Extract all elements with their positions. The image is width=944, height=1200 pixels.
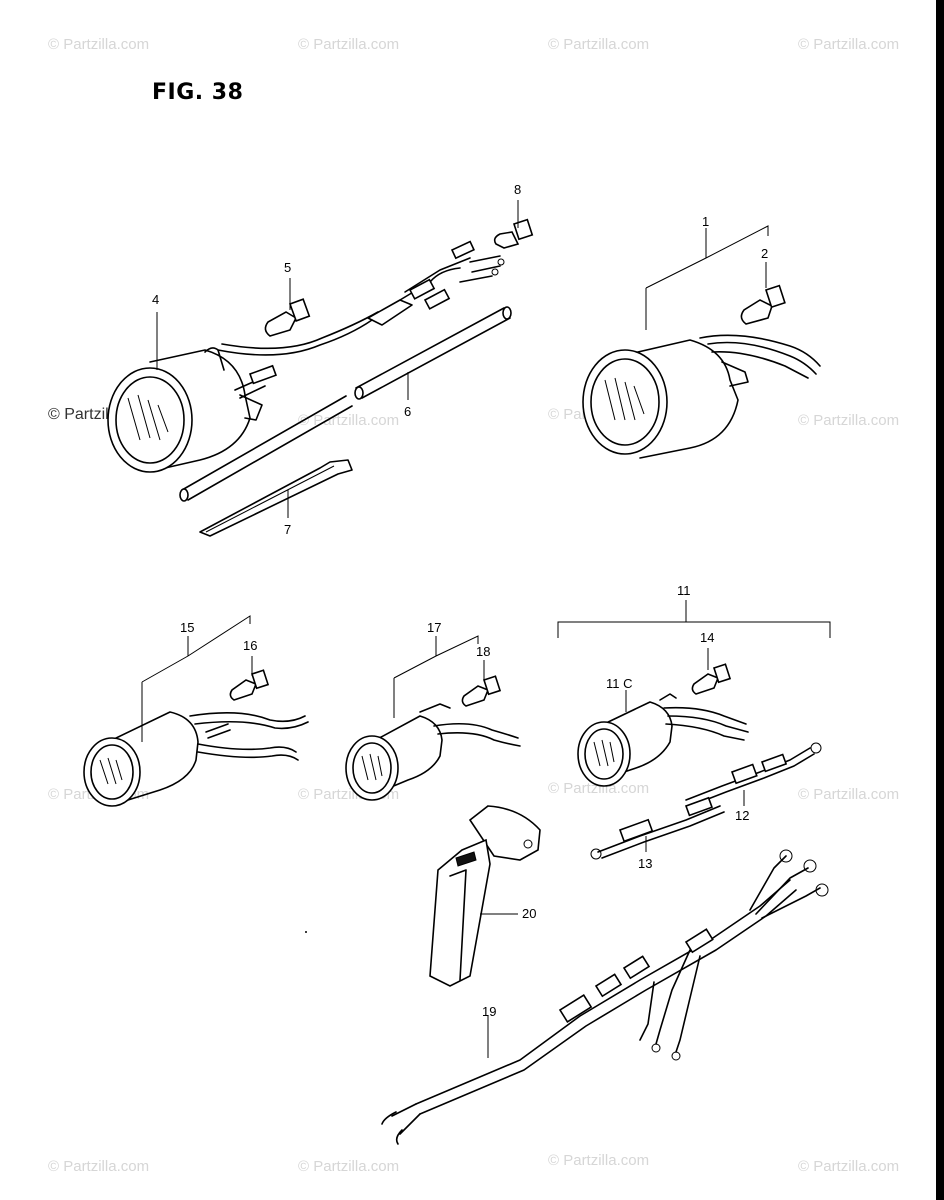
watermark: © Partzilla.com — [298, 1158, 400, 1175]
callout-12: 12 — [735, 808, 750, 823]
page-edge — [936, 0, 944, 1200]
watermark: © Partzilla.com — [548, 1152, 650, 1169]
watermark: © Partzilla.com — [548, 36, 650, 53]
callout-20: 20 — [522, 906, 537, 921]
watermark: © Partzilla.com — [798, 36, 900, 53]
callout-6: 6 — [404, 404, 412, 419]
callout-13: 13 — [638, 856, 653, 871]
callout-18: 18 — [476, 644, 491, 659]
watermark: © Partzilla.com — [48, 1158, 150, 1175]
watermark: © Partzilla.com — [298, 36, 400, 53]
switch-20 — [429, 805, 541, 987]
callout-2: 2 — [761, 246, 769, 261]
watermark: © Partzilla.com — [798, 786, 900, 803]
gauge-15 — [83, 711, 309, 807]
wire-12 — [685, 742, 822, 807]
callout-11c: 11 C — [606, 676, 633, 691]
bulb-5 — [264, 298, 311, 337]
gauge-1 — [582, 334, 821, 459]
callout-16: 16 — [243, 638, 258, 653]
bulb-18 — [461, 675, 502, 707]
callout-5: 5 — [284, 260, 292, 275]
watermark: © Partzilla.com — [798, 1158, 900, 1175]
cable-tie-7 — [199, 459, 353, 537]
gauge-17 — [345, 703, 521, 801]
callout-19: 19 — [482, 1004, 497, 1019]
watermark: © Partzilla.com — [298, 412, 400, 429]
wire-13 — [590, 796, 725, 860]
bulb-14 — [691, 663, 732, 695]
callout-8: 8 — [514, 182, 522, 197]
bulb-16 — [229, 669, 270, 701]
callout-17: 17 — [427, 620, 442, 635]
gauge-4 — [107, 347, 277, 473]
callout-11: 11 — [677, 583, 691, 598]
figure-title: FIG. 38 — [152, 80, 244, 105]
bulb-2 — [740, 284, 786, 325]
bulb-8 — [493, 218, 534, 249]
watermark: © Partzilla.com — [548, 780, 650, 797]
callout-1: 1 — [702, 214, 710, 229]
gauge-11c — [577, 693, 749, 787]
callout-14: 14 — [700, 630, 715, 645]
callout-7: 7 — [284, 522, 292, 537]
callout-4: 4 — [152, 292, 160, 307]
harness-19 — [381, 849, 829, 1145]
watermark: © Partzilla.com — [48, 36, 150, 53]
hose-6 — [179, 306, 512, 502]
watermark: © Partzilla.com — [798, 412, 900, 429]
callout-15: 15 — [180, 620, 195, 635]
